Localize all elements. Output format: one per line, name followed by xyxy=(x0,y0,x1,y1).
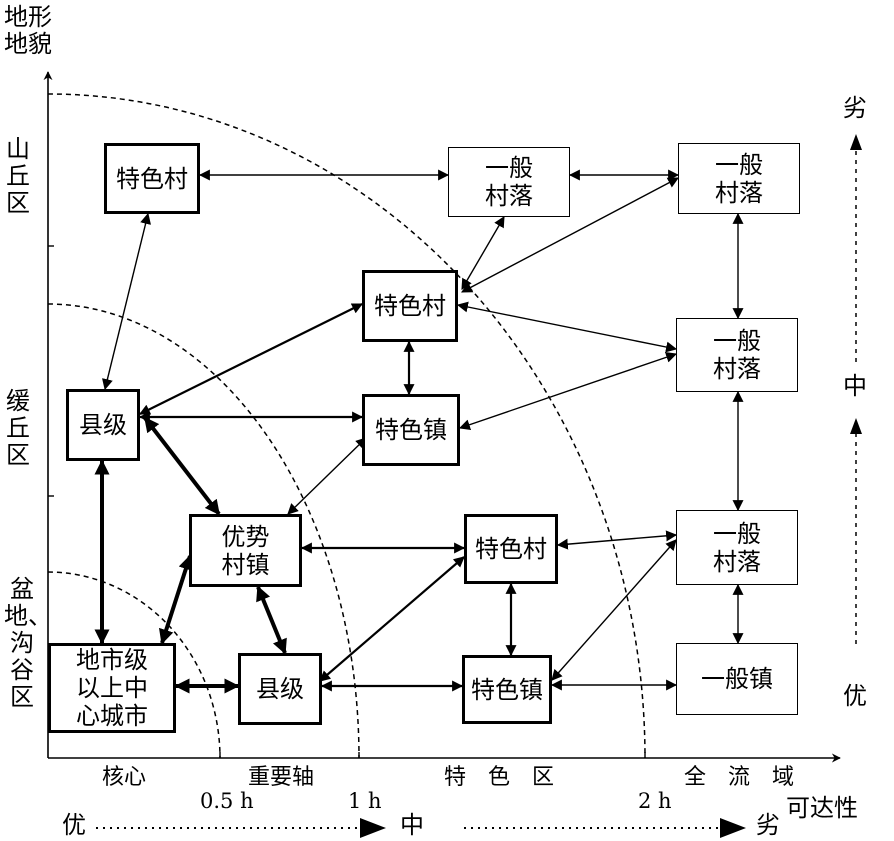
node-general-village-top-mid: 一般 村落 xyxy=(448,147,570,217)
x-axis-title: 可达性 xyxy=(786,794,858,822)
connector xyxy=(461,177,679,293)
connector xyxy=(139,303,363,415)
node-feature-town-bottom: 特色镇 xyxy=(462,655,552,724)
node-general-village-mid-right: 一般 村落 xyxy=(676,318,798,392)
node-general-town: 一般镇 xyxy=(676,643,798,715)
connector xyxy=(458,352,678,430)
terrain-label-hill: 山 丘 区 xyxy=(6,135,30,217)
scale-label-poor: 劣 xyxy=(756,811,780,839)
connector xyxy=(551,539,677,681)
node-prefecture-center-city: 地市级 以上中 心城市 xyxy=(48,643,176,733)
node-county-bottom: 县级 xyxy=(238,653,322,725)
connector xyxy=(256,585,287,655)
bold-connectors xyxy=(94,416,287,694)
node-feature-village-mid: 特色村 xyxy=(362,270,458,342)
medium-connectors xyxy=(138,303,517,692)
connector xyxy=(143,416,221,516)
tick-label-0-5h: 0.5 h xyxy=(200,789,254,813)
right-scale-arrows xyxy=(850,134,862,644)
node-feature-village-low: 特色村 xyxy=(464,514,558,584)
connector xyxy=(319,556,465,682)
connector xyxy=(456,301,678,353)
right-scale-poor: 劣 xyxy=(843,94,867,122)
connector xyxy=(158,554,194,645)
tick-label-1h: 1 h xyxy=(348,789,382,813)
thin-connectors xyxy=(102,169,744,691)
connector xyxy=(461,216,505,290)
node-feature-village-top: 特色村 xyxy=(104,143,200,214)
connector xyxy=(102,212,151,391)
scale-label-medium: 中 xyxy=(400,811,424,839)
y-axis-title: 地形 地貌 xyxy=(4,3,52,58)
node-advantage-village-town: 优势 村镇 xyxy=(189,514,302,587)
terrain-label-gentle-hill: 缓 丘 区 xyxy=(6,387,30,469)
terrain-label-basin-valley: 盆 地、 沟 谷 区 xyxy=(4,575,52,711)
node-county-left: 县级 xyxy=(66,389,140,461)
tick-label-2h: 2 h xyxy=(638,789,672,813)
right-scale-medium: 中 xyxy=(843,372,867,400)
node-feature-town-mid: 特色镇 xyxy=(362,394,460,466)
zone-label-basin: 全 流 域 xyxy=(684,765,795,790)
accessibility-scale-arrows xyxy=(96,818,746,838)
node-general-village-low-right: 一般 村落 xyxy=(676,510,798,585)
node-general-village-top-right: 一般 村落 xyxy=(678,143,800,214)
scale-label-good: 优 xyxy=(62,811,86,839)
connector xyxy=(556,530,678,550)
right-scale-good: 优 xyxy=(843,682,867,710)
zone-label-feature: 特 色 区 xyxy=(444,765,555,790)
zone-label-core: 核心 xyxy=(102,765,147,790)
zone-label-axis: 重要轴 xyxy=(248,765,315,790)
connector xyxy=(287,437,367,515)
